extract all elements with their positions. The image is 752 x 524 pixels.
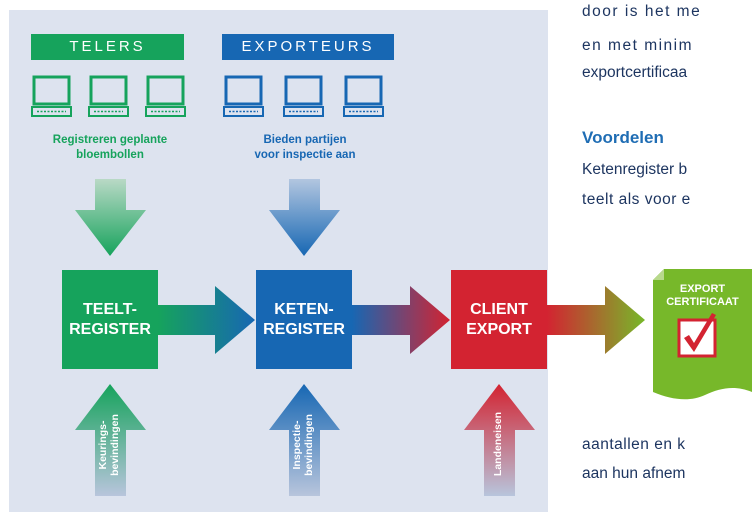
up-arrow-blue (269, 384, 340, 496)
right-arrow-2 (352, 286, 450, 354)
article-line-5: teelt als voor e (582, 191, 691, 208)
up-arrow-green (75, 384, 146, 496)
client-export-box: CLIENT EXPORT (451, 270, 547, 369)
certificate-line2: CERTIFICAAT (666, 296, 739, 308)
client-export-line2: EXPORT (466, 320, 532, 338)
teeltregister-line2: REGISTER (69, 320, 151, 338)
telers-subtitle-line2: bloembollen (76, 149, 144, 161)
keuringsbevindingen-label: Keurings- bevindingen (97, 414, 121, 476)
landeneisen-label: Landeneisen (492, 411, 504, 477)
inspectiebevindingen-label: Inspectie- bevindingen (291, 414, 315, 476)
checkmark-icon (684, 313, 716, 352)
right-arrow-3 (547, 286, 645, 354)
ketenregister-box: KETEN- REGISTER (256, 270, 352, 369)
computer-icon (222, 75, 265, 118)
exporteurs-header: EXPORTEURS (222, 34, 394, 60)
exporteurs-subtitle: Bieden partijen voor inspectie aan (225, 133, 385, 163)
right-arrow-1 (158, 286, 255, 354)
computer-icon (87, 75, 130, 118)
client-export-line1: CLIENT (470, 300, 528, 318)
teeltregister-box: TEELT- REGISTER (62, 270, 158, 369)
computer-icon (144, 75, 187, 118)
down-arrow-blue (269, 179, 340, 256)
telers-subtitle: Registreren geplante bloembollen (30, 133, 190, 163)
article-line-1: door is het me (582, 3, 702, 20)
exporteurs-subtitle-line1: Bieden partijen (263, 134, 347, 146)
certificate-corner (653, 269, 664, 280)
exporteurs-subtitle-line2: voor inspectie aan (254, 149, 356, 161)
article-line-2: en met minim (582, 37, 694, 54)
voordelen-heading: Voordelen (582, 128, 664, 147)
article-line-4: Ketenregister b (582, 161, 688, 178)
ketenregister-line2: REGISTER (263, 320, 345, 338)
computer-icon (30, 75, 73, 118)
telers-header: TELERS (31, 34, 184, 60)
ketenregister-line1: KETEN- (274, 300, 334, 318)
article-line-3: exportcertificaa (582, 64, 688, 81)
up-arrow-red (464, 384, 535, 496)
computer-icon (282, 75, 325, 118)
down-arrow-green (75, 179, 146, 256)
teeltregister-line1: TEELT- (83, 300, 137, 318)
certificate-title: EXPORT CERTIFICAAT (653, 283, 752, 309)
article-line-6: aantallen en k (582, 436, 686, 453)
telers-subtitle-line1: Registreren geplante (52, 134, 168, 146)
article-line-7: aan hun afnem (582, 465, 686, 482)
certificate-line1: EXPORT (679, 283, 726, 295)
computer-icon (342, 75, 385, 118)
